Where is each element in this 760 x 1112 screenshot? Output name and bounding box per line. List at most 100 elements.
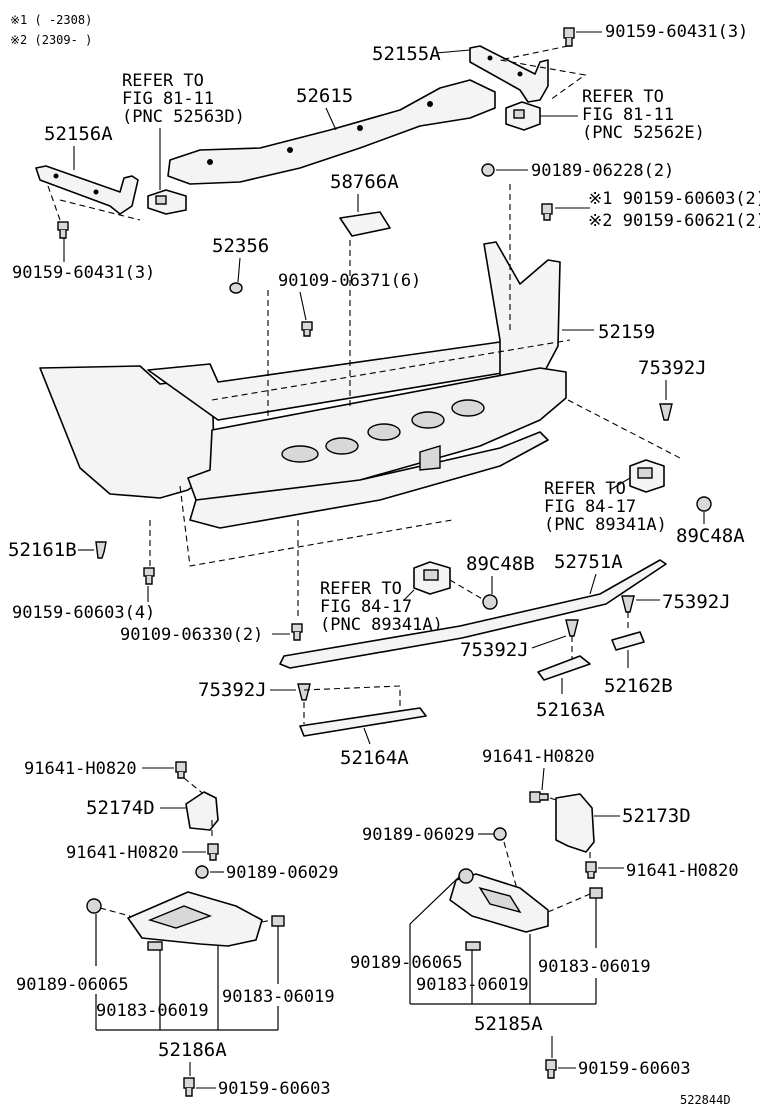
label-52615: 52615 bbox=[296, 85, 353, 107]
nut-90183-06019-d[interactable] bbox=[589, 887, 603, 899]
refer-84-17-left-2: FIG 84-17 bbox=[320, 597, 412, 617]
cover-58766A[interactable] bbox=[339, 211, 391, 237]
label-52155A: 52155A bbox=[372, 43, 441, 65]
connector-52562E[interactable] bbox=[505, 101, 541, 131]
part-52163A[interactable] bbox=[537, 655, 591, 681]
label-90159-60431-3-left: 90159-60431(3) bbox=[12, 263, 155, 283]
part-52155A-bracket[interactable] bbox=[469, 45, 549, 103]
label-52164A: 52164A bbox=[340, 747, 409, 769]
bolt-91641-H0820-b[interactable] bbox=[207, 843, 219, 861]
refer-81-11-left-3: (PNC 52563D) bbox=[122, 107, 245, 127]
part-52615-reinforcement[interactable] bbox=[167, 79, 496, 185]
label-52356: 52356 bbox=[212, 235, 269, 257]
nut-90183-06019-c[interactable] bbox=[465, 941, 481, 951]
rear-bumper-cover-52159[interactable] bbox=[39, 241, 567, 529]
bracket-52174D[interactable] bbox=[185, 791, 219, 831]
cover-52186A[interactable] bbox=[127, 891, 263, 947]
label-91641-H0820-c: 91641-H0820 bbox=[482, 747, 595, 767]
clip-75392J-b[interactable] bbox=[621, 595, 635, 613]
label-90189-06029-a: 90189-06029 bbox=[226, 863, 339, 883]
refer-81-11-left-1: REFER TO bbox=[122, 71, 204, 91]
bolt-90109-06371[interactable] bbox=[301, 321, 313, 337]
cover-52185A[interactable] bbox=[449, 873, 549, 933]
label-90189-06065-b: 90189-06065 bbox=[350, 953, 463, 973]
label-91641-H0820-a: 91641-H0820 bbox=[24, 759, 137, 779]
label-89C48B: 89C48B bbox=[466, 553, 535, 575]
label-91641-H0820-d: 91641-H0820 bbox=[626, 861, 739, 881]
retainer-89C48B[interactable] bbox=[482, 594, 498, 610]
label-52156A: 52156A bbox=[44, 123, 113, 145]
label-52173D: 52173D bbox=[622, 805, 691, 827]
label-52174D: 52174D bbox=[86, 797, 155, 819]
clip-90189-06065-b[interactable] bbox=[458, 868, 474, 884]
label-90159-60603-2: ※1 90159-60603(2) bbox=[588, 189, 760, 209]
label-90159-60603-a: 90159-60603 bbox=[218, 1079, 331, 1099]
label-75392J-c: 75392J bbox=[460, 639, 529, 661]
label-90183-06019-b: 90183-06019 bbox=[222, 987, 335, 1007]
refer-84-17-left-3: (PNC 89341A) bbox=[320, 615, 443, 635]
label-58766A: 58766A bbox=[330, 171, 399, 193]
refer-81-11-right-3: (PNC 52562E) bbox=[582, 123, 705, 143]
label-52751A: 52751A bbox=[554, 551, 623, 573]
label-90159-60431-3-top: 90159-60431(3) bbox=[605, 22, 748, 42]
refer-81-11-right-1: REFER TO bbox=[582, 87, 664, 107]
label-90189-06065-a: 90189-06065 bbox=[16, 975, 129, 995]
label-90183-06019-d: 90183-06019 bbox=[538, 957, 651, 977]
label-75392J-b: 75392J bbox=[662, 591, 731, 613]
retainer-89C48A[interactable] bbox=[696, 496, 712, 512]
clip-90189-06065-a[interactable] bbox=[86, 898, 102, 914]
figure-id: 522844D bbox=[680, 1093, 731, 1107]
part-52164A[interactable] bbox=[299, 707, 427, 737]
refer-81-11-right-2: FIG 81-11 bbox=[582, 105, 674, 125]
bolt-90159-60431-top[interactable] bbox=[563, 27, 575, 47]
bolt-90159-60603-4[interactable] bbox=[143, 567, 155, 585]
clip-52356[interactable] bbox=[229, 282, 243, 294]
sensor-89341A-right[interactable] bbox=[629, 459, 665, 493]
bolt-91641-H0820-c[interactable] bbox=[529, 791, 549, 803]
sensor-89341A-left[interactable] bbox=[413, 561, 451, 595]
clip-52161B[interactable] bbox=[95, 541, 107, 559]
refer-84-17-left-1: REFER TO bbox=[320, 579, 402, 599]
bolt-91641-H0820-a[interactable] bbox=[175, 761, 187, 779]
label-90159-60603-4: 90159-60603(4) bbox=[12, 603, 155, 623]
label-52185A: 52185A bbox=[474, 1013, 543, 1035]
bolt-90159-60603-a[interactable] bbox=[183, 1077, 195, 1097]
label-89C48A: 89C48A bbox=[676, 525, 745, 547]
refer-84-17-right-1: REFER TO bbox=[544, 479, 626, 499]
clip-90189-06029-a[interactable] bbox=[195, 865, 209, 879]
bolt-90159-60603-60621[interactable] bbox=[541, 203, 553, 221]
refer-81-11-left-2: FIG 81-11 bbox=[122, 89, 214, 109]
label-52159: 52159 bbox=[598, 321, 655, 343]
label-90183-06019-a: 90183-06019 bbox=[96, 1001, 209, 1021]
clip-75392J-d[interactable] bbox=[297, 683, 311, 701]
clip-75392J-c[interactable] bbox=[565, 619, 579, 637]
part-52156A-bracket[interactable] bbox=[35, 165, 139, 215]
label-90183-06019-c: 90183-06019 bbox=[416, 975, 529, 995]
bolt-91641-H0820-d[interactable] bbox=[585, 861, 597, 879]
part-52162B[interactable] bbox=[611, 631, 645, 651]
label-90159-60621-2: ※2 90159-60621(2) bbox=[588, 211, 760, 231]
mudflap-52173D[interactable] bbox=[555, 793, 595, 853]
clip-90189-06228[interactable] bbox=[481, 163, 495, 177]
label-52163A: 52163A bbox=[536, 699, 605, 721]
connector-52563D[interactable] bbox=[147, 189, 187, 215]
label-90109-06330-2: 90109-06330(2) bbox=[120, 625, 263, 645]
label-90189-06029-b: 90189-06029 bbox=[362, 825, 475, 845]
refer-84-17-right-3: (PNC 89341A) bbox=[544, 515, 667, 535]
clip-90189-06029-b[interactable] bbox=[493, 827, 507, 841]
note-1: ※1 ( -2308) bbox=[10, 13, 92, 27]
molding-52751A[interactable] bbox=[279, 559, 667, 669]
bolt-90159-60603-b[interactable] bbox=[545, 1059, 557, 1079]
refer-84-17-right-2: FIG 84-17 bbox=[544, 497, 636, 517]
label-52161B: 52161B bbox=[8, 539, 77, 561]
label-75392J-d: 75392J bbox=[198, 679, 267, 701]
label-52162B: 52162B bbox=[604, 675, 673, 697]
bolt-90159-60431-left[interactable] bbox=[57, 221, 69, 239]
label-90159-60603-b: 90159-60603 bbox=[578, 1059, 691, 1079]
nut-90183-06019-a[interactable] bbox=[147, 941, 163, 951]
bolt-90109-06330-2[interactable] bbox=[291, 623, 303, 641]
label-91641-H0820-b: 91641-H0820 bbox=[66, 843, 179, 863]
clip-75392J-a[interactable] bbox=[659, 403, 673, 421]
nut-90183-06019-b[interactable] bbox=[271, 915, 285, 927]
label-90189-06228-2: 90189-06228(2) bbox=[531, 161, 674, 181]
